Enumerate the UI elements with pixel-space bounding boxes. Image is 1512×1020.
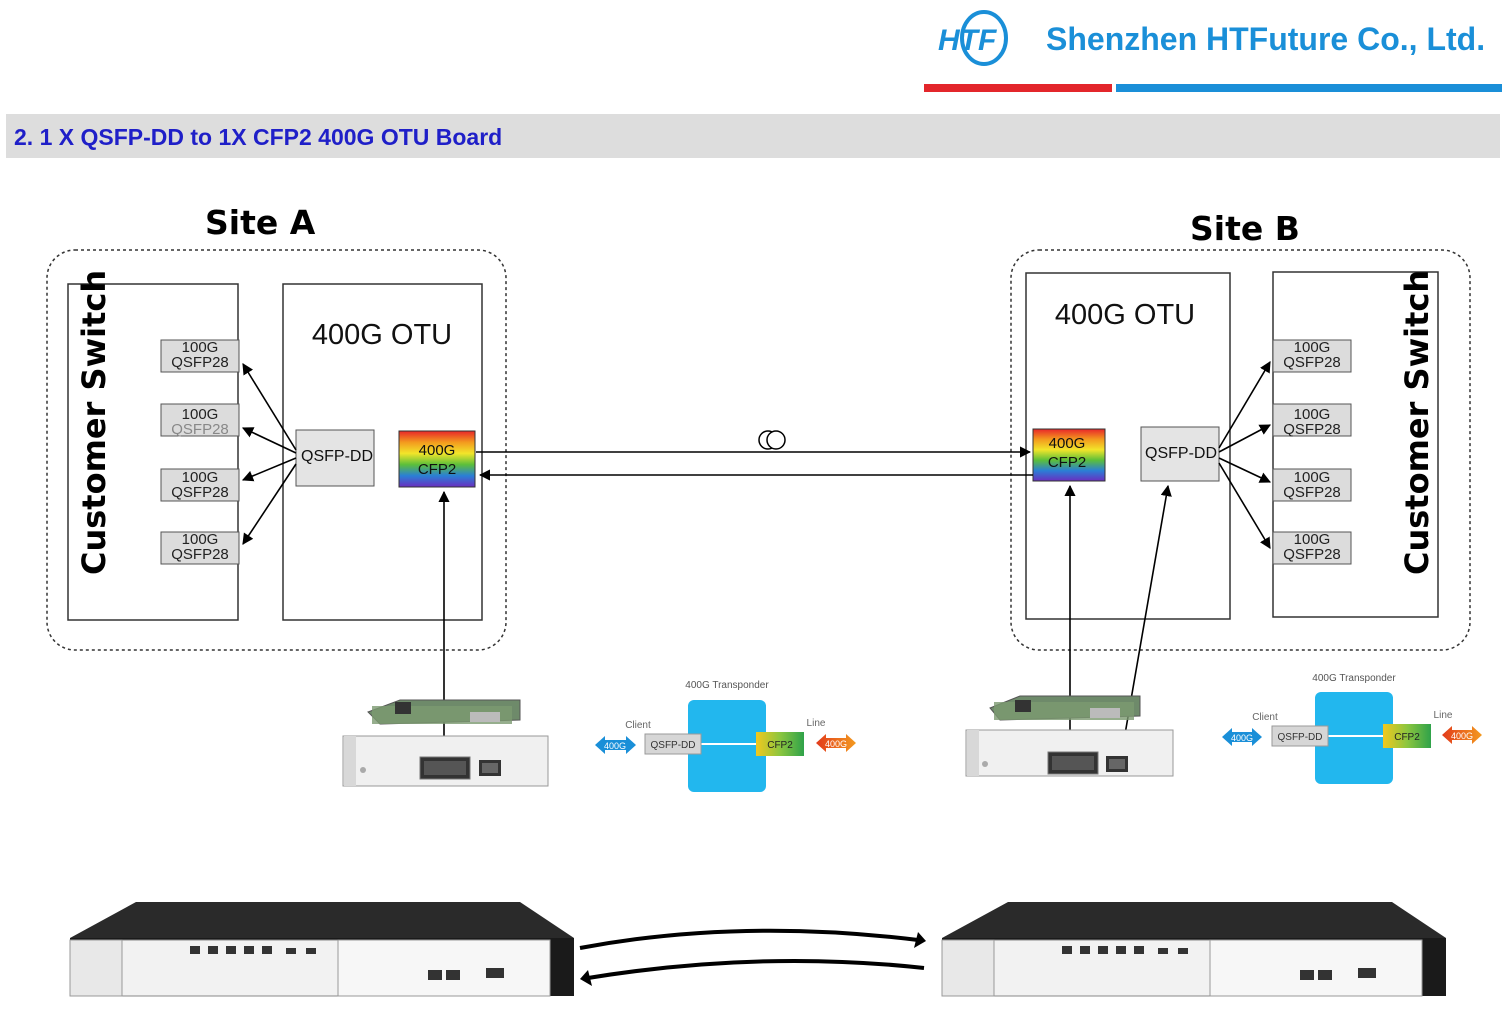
site-a-port: 100G QSFP28 <box>160 403 240 438</box>
company-name: Shenzhen HTFuture Co., Ltd. <box>1046 21 1485 57</box>
svg-text:100G: 100G <box>1294 339 1331 356</box>
line-link <box>476 446 1033 481</box>
site-b-otu-label: 400G OTU <box>1055 299 1195 331</box>
site-a-otu-label: 400G OTU <box>312 319 452 351</box>
svg-text:CFP2: CFP2 <box>767 740 793 751</box>
site-b-switch-label: Customer Switch <box>1398 270 1436 575</box>
site-a-boundary <box>46 249 507 651</box>
site-a-cfp2-line2: CFP2 <box>418 461 456 478</box>
site-a-port: 100G QSFP28 <box>160 531 240 565</box>
client-rate-arrow <box>1222 728 1262 746</box>
site-a-port: 100G QSFP28 <box>160 468 240 502</box>
site-b-cfp2-line2: CFP2 <box>1048 454 1086 471</box>
chassis-icon <box>941 902 1446 997</box>
svg-text:100G: 100G <box>182 531 219 548</box>
svg-text:100G: 100G <box>182 469 219 486</box>
site-b-fanout-arrows <box>1218 361 1272 549</box>
svg-text:QSFP28: QSFP28 <box>1283 484 1341 501</box>
site-b-qsfp-dd-label: QSFP-DD <box>1145 445 1217 462</box>
site-b-cfp2-line1: 400G <box>1049 435 1086 452</box>
svg-text:100G: 100G <box>1294 469 1331 486</box>
transponder-body <box>1315 692 1393 784</box>
section-band <box>6 114 1500 158</box>
svg-text:100G: 100G <box>182 406 219 423</box>
site-a-title: Site A <box>205 203 316 242</box>
site-a-cfp2-line1: 400G <box>419 442 456 459</box>
client-rate-arrow <box>595 736 636 754</box>
site-b-title: Site B <box>1190 209 1300 248</box>
line-module <box>1383 724 1431 748</box>
otu-board-icon <box>965 695 1174 777</box>
htf-logo-icon: HTF <box>938 10 1008 66</box>
chassis-link-arrows <box>579 928 926 986</box>
site-a-switch-label: Customer Switch <box>75 270 113 575</box>
transponder-title: 400G Transponder <box>685 680 769 691</box>
site-a-port: 100G QSFP28 <box>160 339 240 373</box>
line-label: Line <box>807 718 826 729</box>
line-rate: 400G <box>1451 731 1473 741</box>
chassis-icon <box>69 902 574 997</box>
svg-text:QSFP28: QSFP28 <box>1283 546 1341 563</box>
site-b-qsfp-dd <box>1140 426 1220 482</box>
line-rate: 400G <box>825 739 847 749</box>
site-a-qsfp-dd-label: QSFP-DD <box>301 448 373 465</box>
svg-text:QSFP28: QSFP28 <box>1283 354 1341 371</box>
client-rate: 400G <box>1231 733 1253 743</box>
svg-text:QSFP28: QSFP28 <box>171 421 229 438</box>
company-header: HTF Shenzhen HTFuture Co., Ltd. <box>924 10 1502 92</box>
site-a-cfp2 <box>398 430 476 488</box>
line-module <box>756 732 804 756</box>
svg-text:100G: 100G <box>182 339 219 356</box>
line-label: Line <box>1434 710 1453 721</box>
svg-text:100G: 100G <box>1294 406 1331 423</box>
client-module <box>1271 725 1329 747</box>
site-a-fanout-arrows <box>241 363 297 545</box>
svg-text:QSFP28: QSFP28 <box>171 354 229 371</box>
site-b-port: 100G QSFP28 <box>1272 531 1352 565</box>
header-rule-blue <box>1116 84 1502 92</box>
svg-text:CFP2: CFP2 <box>1394 732 1420 743</box>
section-title: 2. 1 X QSFP-DD to 1X CFP2 400G OTU Board <box>14 124 502 150</box>
transponder-body <box>688 700 766 792</box>
svg-text:QSFP-DD: QSFP-DD <box>651 740 696 751</box>
logo-text: HTF <box>938 24 997 57</box>
svg-text:QSFP28: QSFP28 <box>171 484 229 501</box>
line-rate-arrow <box>1442 726 1482 744</box>
transponder-left: 400G Transponder Client Line 400G QSFP-D… <box>595 680 856 792</box>
line-rate-arrow <box>816 734 856 752</box>
svg-text:QSFP28: QSFP28 <box>1283 421 1341 438</box>
otu-board-icon <box>342 699 549 787</box>
client-label: Client <box>1252 712 1278 723</box>
client-label: Client <box>625 720 651 731</box>
site-b-port: 100G QSFP28 <box>1272 339 1352 373</box>
fiber-coil-icon <box>758 430 786 450</box>
header-rule-red <box>924 84 1112 92</box>
site-b-boundary <box>1010 249 1471 651</box>
site-b-port: 100G QSFP28 <box>1272 403 1352 438</box>
svg-text:100G: 100G <box>1294 531 1331 548</box>
client-module <box>644 733 702 755</box>
site-b-port: 100G QSFP28 <box>1272 468 1352 502</box>
transponder-right: 400G Transponder Client Line 400G QSFP-D… <box>1222 673 1482 784</box>
client-rate: 400G <box>604 741 626 751</box>
svg-text:QSFP28: QSFP28 <box>171 546 229 563</box>
svg-text:QSFP-DD: QSFP-DD <box>1278 732 1323 743</box>
transponder-title: 400G Transponder <box>1312 673 1396 684</box>
site-b-cfp2 <box>1032 428 1106 482</box>
